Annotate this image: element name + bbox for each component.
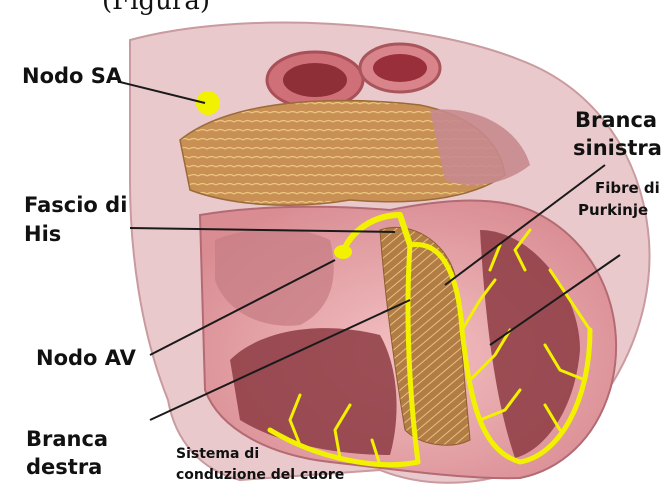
- label-nodo-av: Nodo AV: [36, 346, 136, 371]
- label-fibre-purkinje-line2: Purkinje: [578, 202, 648, 220]
- sa-node-marker: [196, 91, 220, 115]
- caption-line1: Sistema di: [176, 446, 259, 463]
- label-branca-destra-line2: destra: [26, 455, 102, 480]
- label-branca-sinistra-line1: Branca: [575, 108, 657, 133]
- av-node-marker: [334, 245, 352, 259]
- label-fascio-his-line2: His: [24, 222, 61, 247]
- label-branca-destra-line1: Branca: [26, 427, 108, 452]
- label-branca-sinistra-line2: sinistra: [573, 136, 662, 161]
- caption-line2: conduzione del cuore: [176, 467, 344, 484]
- label-nodo-sa: Nodo SA: [22, 64, 122, 89]
- label-fascio-his-line1: Fascio di: [24, 193, 127, 218]
- label-fibre-purkinje-line1: Fibre di: [595, 180, 660, 198]
